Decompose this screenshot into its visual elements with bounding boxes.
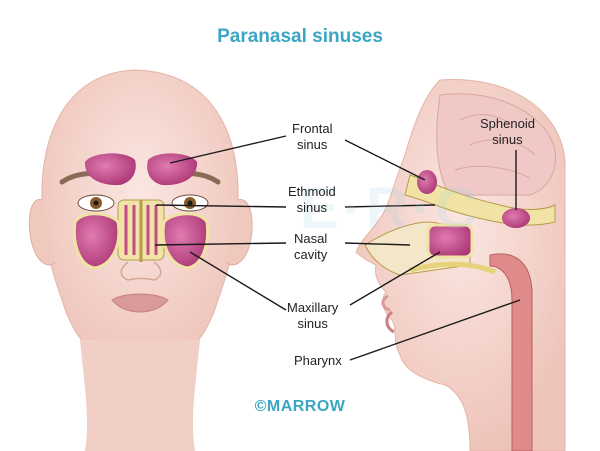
pharynx-leader [349, 299, 521, 361]
leader-lines [154, 135, 521, 361]
sphenoid-sinus-side [502, 208, 530, 228]
maxillary-leader-right [349, 251, 441, 306]
ethmoid-leader-right [344, 204, 436, 208]
frontal-sinus-side [417, 170, 437, 194]
ethmoid-leader-left [155, 204, 287, 208]
pharynx-tube [489, 253, 533, 451]
face-sinuses [72, 153, 210, 281]
frontal-sinus-left [84, 153, 136, 186]
frontal-sinus-right [147, 153, 198, 186]
nasal-leader-left [154, 242, 287, 246]
diagram-title: Paranasal sinuses [217, 26, 383, 47]
label-pharynx: Pharynx [294, 353, 342, 368]
watermark-background: E·R·C [300, 176, 482, 241]
maxillary-sinus-left [72, 212, 121, 270]
frontal-leader-left [169, 135, 287, 164]
nasal-leader-right [344, 242, 411, 246]
maxillary-leader-left [189, 251, 287, 311]
maxillary-sinus-right [161, 212, 210, 270]
frontal-leader-right [344, 139, 426, 181]
brand-watermark: ©MARROW [254, 398, 346, 415]
maxillary-sinus-side [426, 223, 474, 259]
